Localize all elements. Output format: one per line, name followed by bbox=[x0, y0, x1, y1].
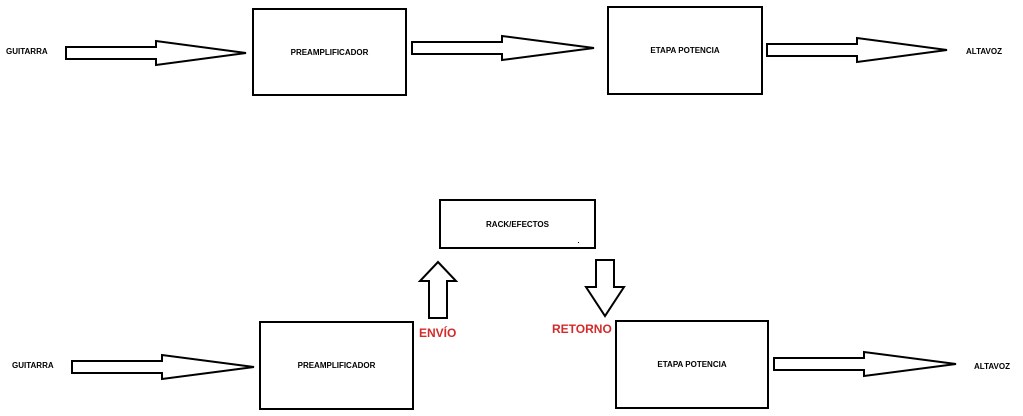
return-label: RETORNO bbox=[552, 322, 612, 336]
arrow-power-to-speaker-top bbox=[766, 36, 948, 64]
speaker-label-bottom: ALTAVOZ bbox=[974, 362, 1010, 371]
send-label: ENVÍO bbox=[419, 326, 457, 340]
arrow-power-to-speaker-bottom bbox=[773, 350, 957, 378]
stray-dot bbox=[578, 242, 579, 243]
arrow-guitar-to-preamp-bottom bbox=[71, 353, 255, 381]
rack-effects-label: RACK/EFECTOS bbox=[486, 219, 549, 229]
preamp-box-top: PREAMPLIFICADOR bbox=[252, 8, 407, 96]
preamp-box-bottom: PREAMPLIFICADOR bbox=[259, 321, 414, 410]
preamp-label-bottom: PREAMPLIFICADOR bbox=[297, 361, 376, 370]
power-stage-box-bottom: ETAPA POTENCIA bbox=[615, 320, 769, 409]
preamp-label-top: PREAMPLIFICADOR bbox=[290, 47, 369, 57]
arrow-return-down bbox=[584, 259, 626, 318]
speaker-label-top: ALTAVOZ bbox=[966, 47, 1002, 56]
arrow-guitar-to-preamp-top bbox=[65, 39, 247, 67]
power-stage-label-top: ETAPA POTENCIA bbox=[650, 46, 720, 55]
arrow-preamp-to-power-top bbox=[411, 34, 595, 62]
power-stage-box-top: ETAPA POTENCIA bbox=[607, 6, 763, 95]
power-stage-label-bottom: ETAPA POTENCIA bbox=[657, 360, 727, 369]
rack-effects-box: RACK/EFECTOS bbox=[439, 199, 596, 249]
guitar-label-top: GUITARRA bbox=[6, 47, 48, 56]
arrow-send-up bbox=[417, 260, 459, 319]
guitar-label-bottom: GUITARRA bbox=[12, 361, 54, 370]
